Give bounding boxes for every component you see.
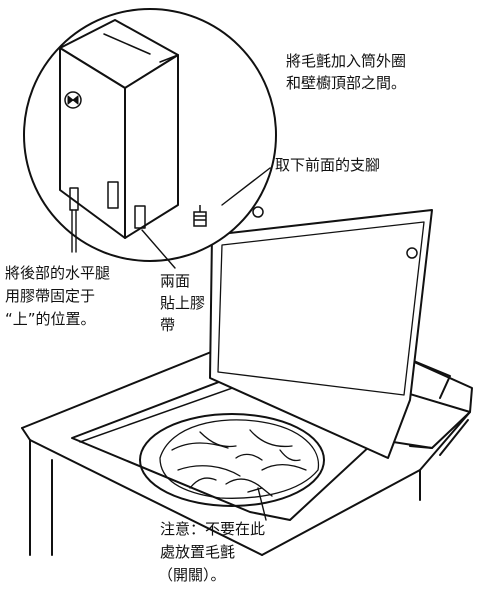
rear-leveling-legs-line-3: “上”的位置。	[5, 310, 96, 328]
rear-leveling-legs-line-1: 將後部的水平腿	[5, 264, 110, 282]
removed-foot-icon	[193, 205, 207, 227]
rear-leg-tape	[69, 187, 79, 211]
leader-lines	[71, 167, 273, 521]
tub	[139, 413, 325, 507]
tub-opening	[71, 371, 399, 521]
cabinet-front	[124, 54, 179, 239]
washer-lid	[209, 206, 433, 459]
tape-both-sides-line-2: 貼上膠	[160, 294, 205, 312]
remove-front-feet-text: 取下前面的支腳	[275, 156, 380, 174]
tape-both-sides-line-1: 兩面	[160, 272, 190, 290]
rear-leveling-legs-line-2: 用膠帶固定于	[5, 287, 95, 305]
label-rear-leveling-legs: 將後部的水平腿 用膠帶固定于 “上”的位置。	[5, 264, 110, 328]
label-blanket-placement: 將毛氈加入筒外圈 和壁櫥頂部之間。	[286, 52, 406, 92]
cabinet-badge	[64, 91, 82, 109]
side-tape	[134, 205, 146, 229]
blanket-in-tub	[159, 419, 320, 499]
blanket-placement-line-1: 將毛氈加入筒外圈	[286, 52, 406, 70]
caution-lid-line-2: 處放置毛氈	[160, 543, 235, 561]
magnified-view	[23, 8, 277, 262]
label-tape-both-sides: 兩面 貼上膠 帶	[160, 272, 205, 334]
label-remove-front-feet: 取下前面的支腳	[275, 156, 380, 174]
caution-lid-line-1: 注意：不要在此	[160, 520, 265, 538]
washer-top	[21, 341, 471, 556]
caution-lid-line-3: （開關）。	[158, 566, 226, 584]
label-caution-lid: 注意：不要在此 處放置毛氈 （開關）。	[158, 520, 265, 584]
blanket-placement-line-2: 和壁櫥頂部之間。	[286, 74, 406, 92]
lid-hinge-right	[406, 247, 418, 259]
tape-both-sides-line-3: 帶	[160, 316, 175, 334]
lid-hinge-left	[252, 206, 264, 218]
